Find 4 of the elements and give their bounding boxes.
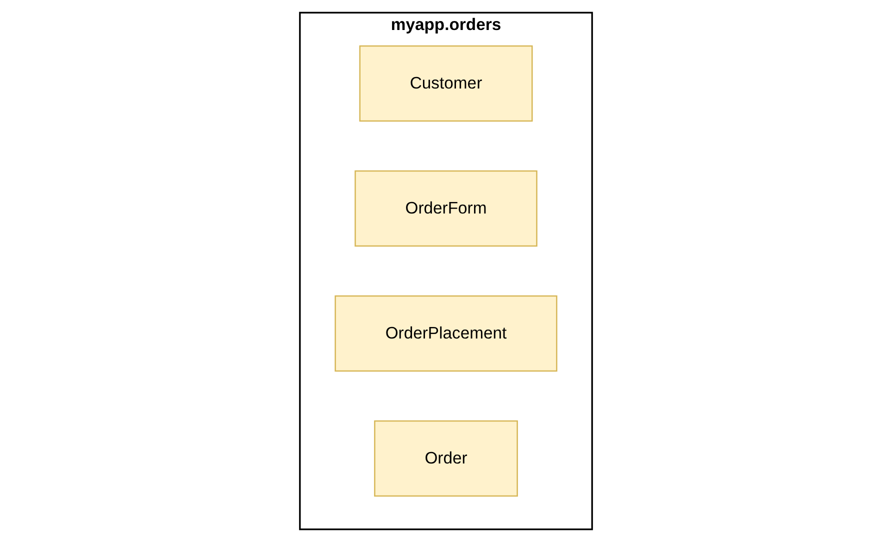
node-box: Customer	[359, 45, 533, 122]
node-box: OrderPlacement	[334, 295, 558, 372]
node-box: OrderForm	[354, 170, 538, 247]
node-box: Order	[374, 420, 518, 497]
